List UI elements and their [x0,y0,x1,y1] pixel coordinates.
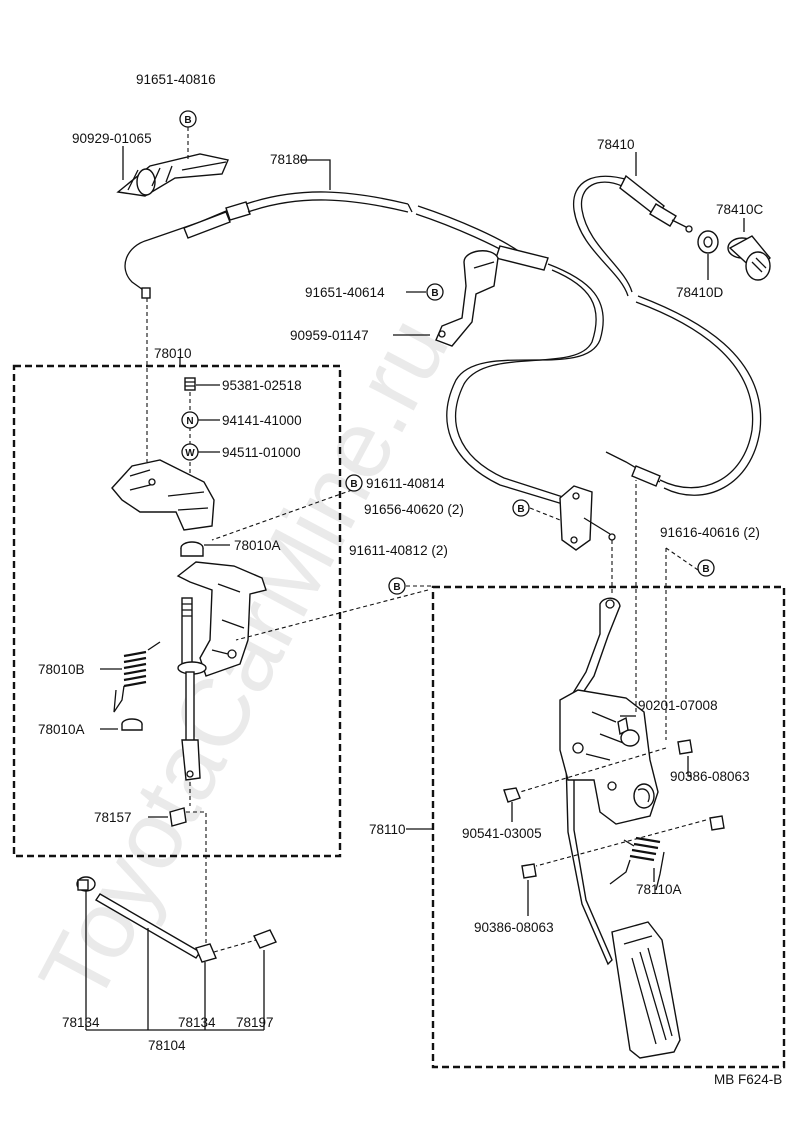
label-90541-03005: 90541-03005 [462,826,542,841]
label-78197: 78197 [236,1015,274,1030]
label-90201-07008: 90201-07008 [638,698,718,713]
link-dashed-path-lower [186,782,207,950]
leader-lines-bottom [85,890,265,1031]
label-78134-left: 78134 [62,1015,100,1030]
nut-90386-08063-mid [709,815,725,831]
throttle-link-lever [111,459,215,531]
label-91656-40620: 91656-40620 (2) [364,502,464,517]
label-78410d: 78410D [676,285,724,300]
cable-end-plate [559,485,616,551]
label-78410: 78410 [597,137,635,152]
symbol-n-94141-41000: N [181,411,199,429]
spring-78010b [113,641,161,713]
screw-95381-02518 [184,377,196,391]
link-shaft [177,597,207,781]
leader-91656-40620 [529,507,561,521]
pedal-bracket [559,689,659,825]
label-78010a-bottom: 78010A [38,722,85,737]
label-95381-02518: 95381-02518 [222,378,302,393]
label-78157: 78157 [94,810,132,825]
symbol-b-91651-40614: B [426,283,444,301]
nut-90386-08063-right [677,739,693,755]
symbol-b-91651-40614-mark: B [431,288,438,299]
symbol-b-91651-40816: B [179,110,197,128]
label-90386-08063-right: 90386-08063 [670,769,750,784]
pedal-pad [611,921,681,1059]
label-78134-mid: 78134 [178,1015,216,1030]
symbol-n-94141-41000-mark: N [186,416,193,427]
bolt-dashed-to-pedal [235,589,429,641]
nut-78410d [697,230,719,254]
link-dashed-rod-clip [213,939,257,953]
symbol-b-91651-40816-mark: B [184,115,191,126]
symbol-b-91656-40620-mark: B [517,504,524,515]
diagram-code: MB F624-B [714,1072,782,1087]
leader-78180 [300,159,331,190]
label-78180: 78180 [270,152,308,167]
bushing-78134-left [76,876,96,892]
clip-78157 [169,807,187,827]
bushing-78010a-top [180,541,204,557]
leader-90386-08063-right [687,756,692,777]
bushing-90541-03005 [503,787,521,803]
clip-78197 [253,929,277,949]
label-78410c: 78410C [716,202,764,217]
label-91651-40816: 91651-40816 [136,72,216,87]
bolt-dashed-to-link [211,489,353,541]
knob-78410c [727,235,771,281]
label-78010b: 78010B [38,662,85,677]
symbol-b-91611-40812: B [388,577,406,595]
symbol-w-94511-01000-mark: W [185,448,195,459]
label-90959-01147: 90959-01147 [290,328,369,343]
assembly-box-78110 [431,585,786,1069]
symbol-b-91616-40616-mark: B [702,564,709,575]
label-94511-01000: 94511-01000 [222,445,301,460]
pin-90201-07008 [617,716,629,736]
leader-91616-40616-symbol [665,547,699,571]
bolt-dashed-pedal-mid [535,819,707,867]
label-78110a: 78110A [636,882,682,897]
label-78010a-top: 78010A [234,538,281,553]
symbol-b-91611-40812-mark: B [393,582,400,593]
throttle-cable-78410 [573,174,762,496]
cable-end-bracket-90929-01065 [116,153,229,197]
rod-78104 [95,893,201,959]
symbol-b-91656-40620: B [512,499,530,517]
symbol-b-91616-40616: B [697,559,715,577]
symbol-w-94511-01000: W [181,443,199,461]
cable-clamp-90959-01147 [435,250,499,347]
bushing-78010a-bottom [121,718,143,731]
label-91611-40812: 91611-40812 (2) [349,543,448,558]
accelerator-cable-78180 [124,191,604,506]
label-91611-40814: 91611-40814 [366,476,445,491]
label-94141-41000: 94141-41000 [222,413,302,428]
label-90386-08063-bottom: 90386-08063 [474,920,554,935]
label-78110: 78110 [369,822,406,837]
label-91616-40616: 91616-40616 (2) [660,525,760,540]
spring-78110a [609,836,665,891]
assembly-box-78010 [12,364,342,858]
symbol-b-91611-40814-mark: B [350,479,357,490]
label-91651-40614: 91651-40614 [305,285,385,300]
label-78104: 78104 [148,1038,186,1053]
bushing-78134-mid [195,943,217,963]
label-78010: 78010 [154,346,192,361]
nut-90386-08063-bottom [521,863,537,879]
symbol-b-91611-40814: B [345,474,363,492]
link-bracket [176,561,267,677]
bolt-dashed-pedal-right [519,747,667,793]
label-90929-01065: 90929-01065 [72,131,152,146]
